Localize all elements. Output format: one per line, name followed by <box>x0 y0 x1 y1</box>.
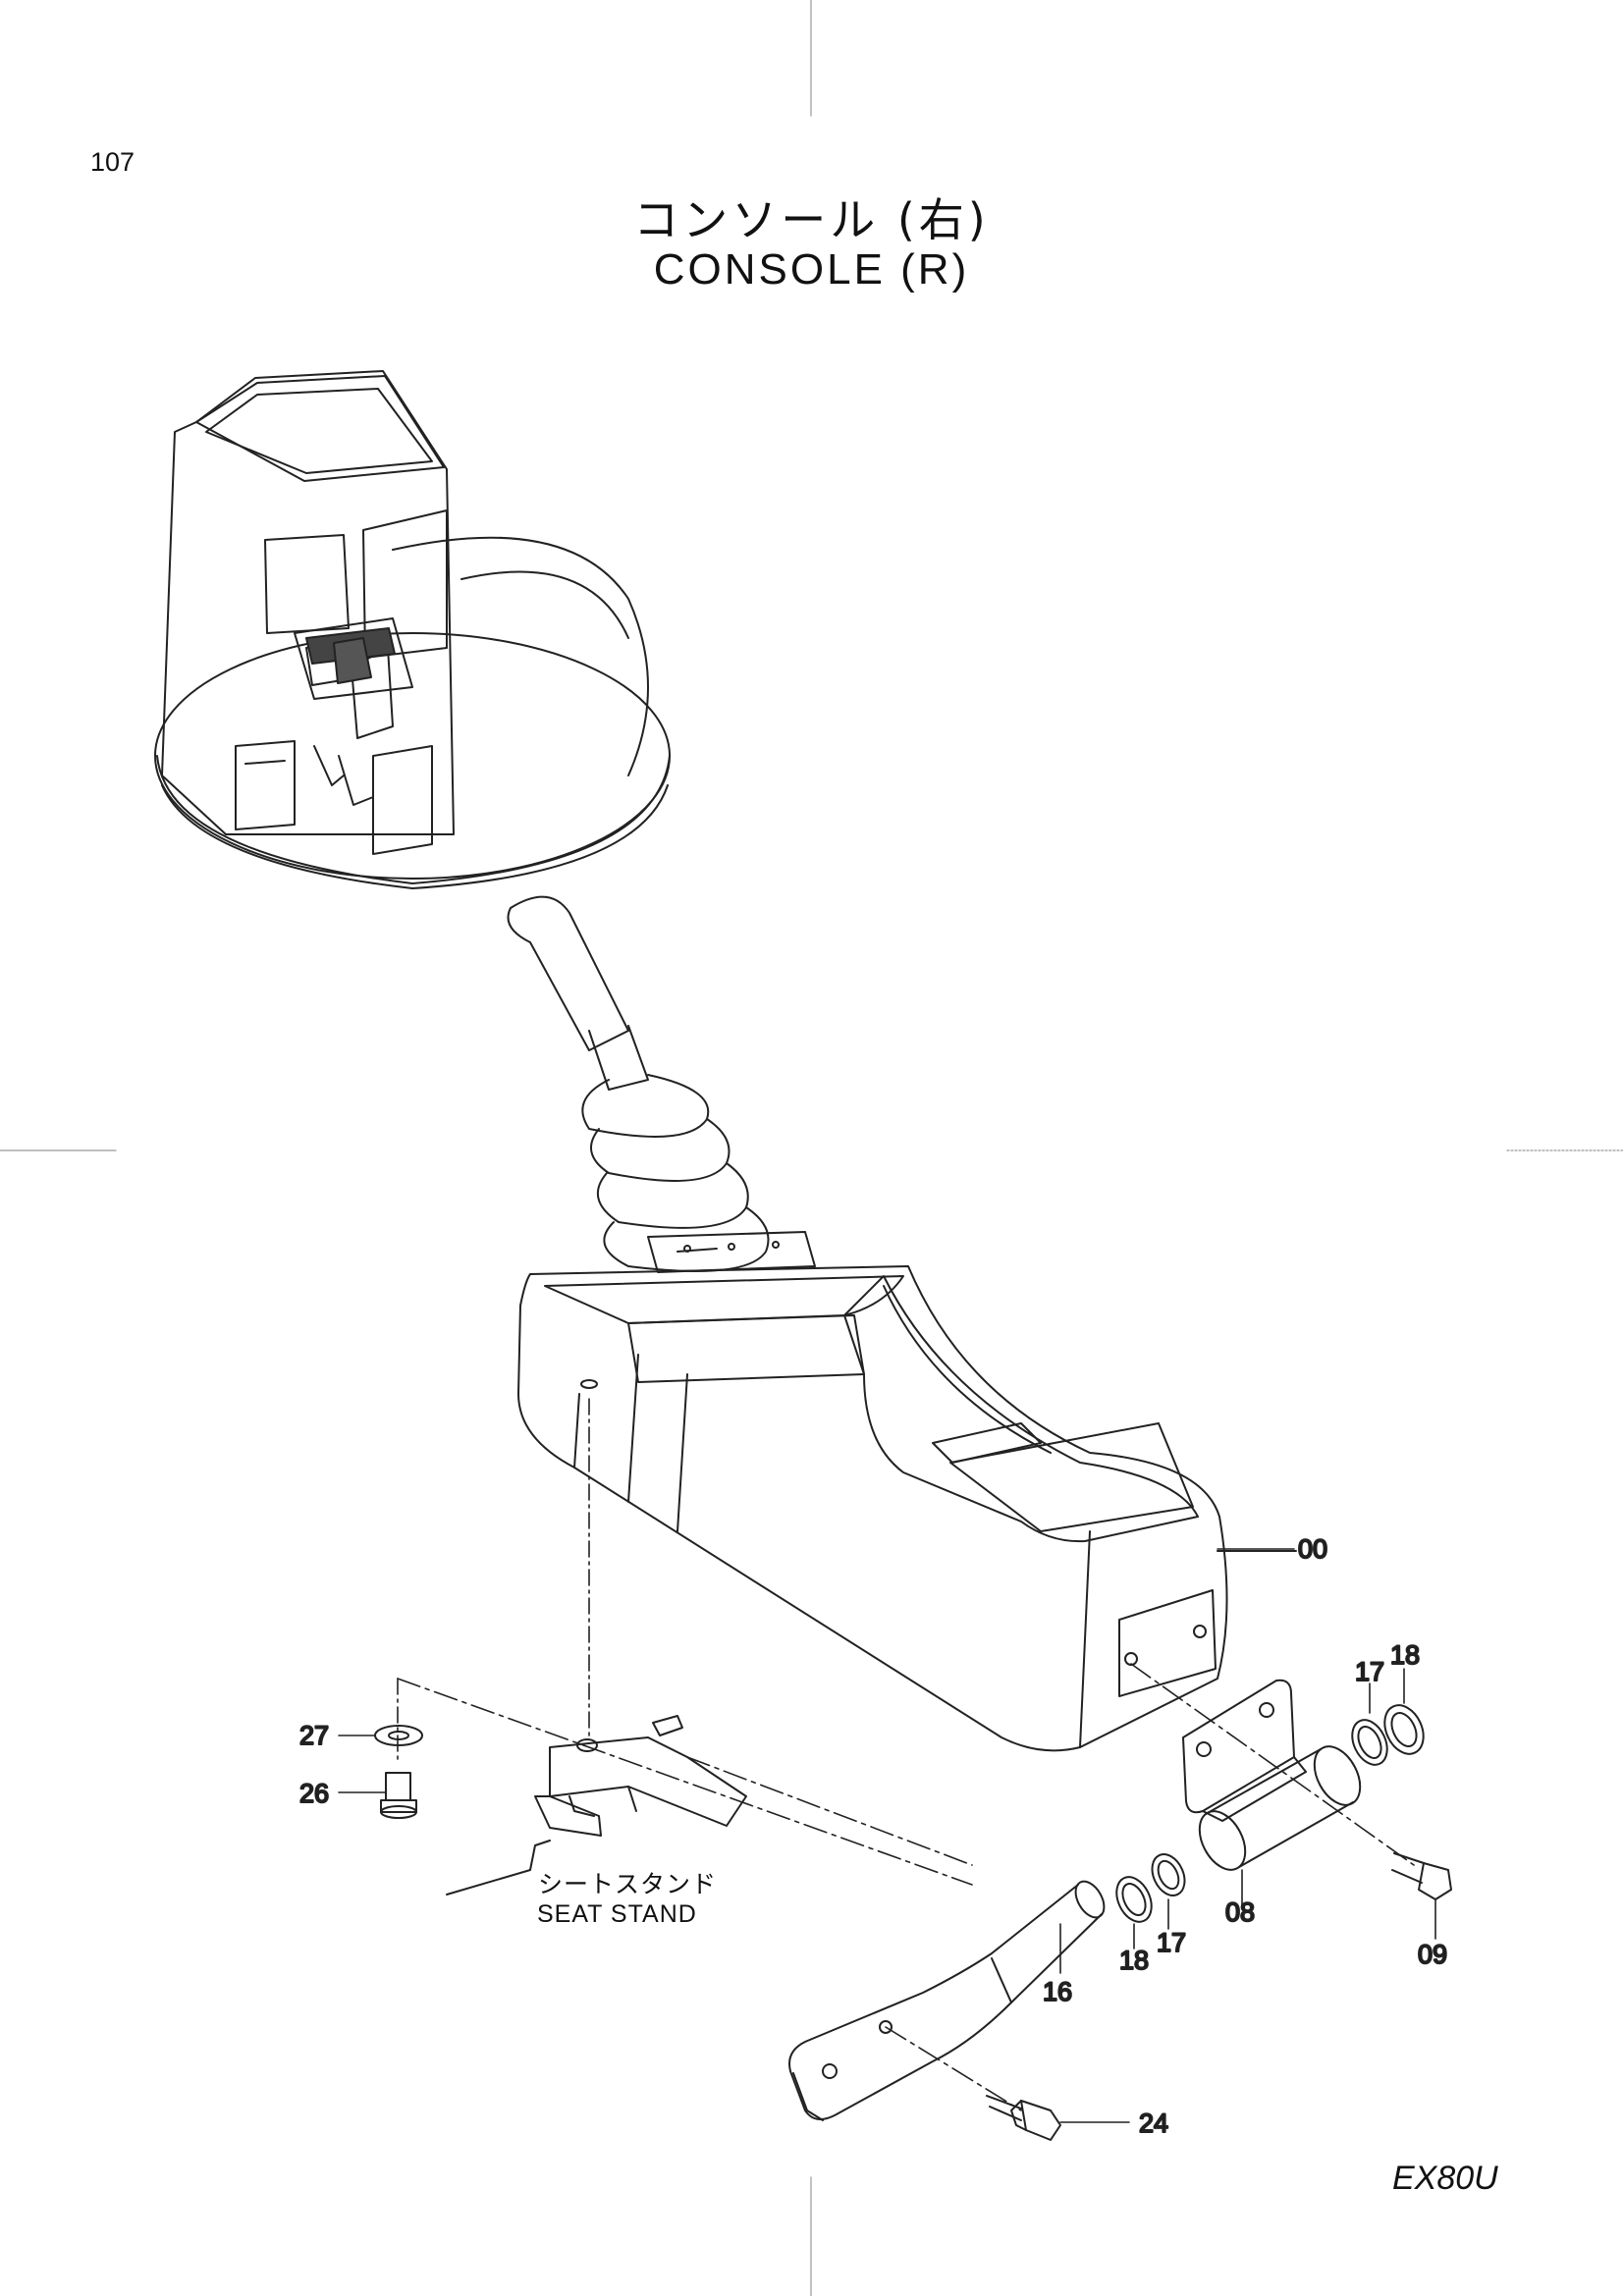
page-title: CONSOLE (R) <box>653 245 970 294</box>
machine-overview-illustration <box>154 370 671 889</box>
washer-part-27 <box>374 1725 423 1746</box>
callout-17-lower: 17 <box>1157 1928 1186 1957</box>
seat-stand-label: SEAT STAND <box>537 1900 697 1928</box>
callout-24: 24 <box>1139 2109 1168 2138</box>
sleeve-part-08 <box>1198 1745 1362 1871</box>
model-code: EX80U <box>1392 2160 1498 2197</box>
callout-17-upper: 17 <box>1355 1657 1384 1686</box>
callout-26: 26 <box>299 1779 329 1808</box>
callout-08: 08 <box>1225 1897 1255 1927</box>
seat-stand-label-japanese: シートスタンド <box>538 1870 718 1898</box>
console-body-part-00 <box>517 1231 1297 1752</box>
callout-16: 16 <box>1043 1977 1072 2006</box>
callout-18-lower: 18 <box>1119 1946 1149 1975</box>
seat-stand-illustration <box>446 1715 747 1896</box>
leader-lines <box>338 1398 1436 2123</box>
page-number: 107 <box>90 147 135 177</box>
rings-17-18 <box>1115 1704 1425 1923</box>
callout-27: 27 <box>299 1721 329 1750</box>
bolt-part-09 <box>1391 1852 1452 1900</box>
bolt-part-24 <box>986 2095 1061 2141</box>
callout-18-upper: 18 <box>1390 1640 1420 1670</box>
bracket-illustration <box>1182 1679 1307 1822</box>
joystick-lever-illustration <box>507 895 770 1272</box>
page-title-japanese: コンソール (右) <box>633 193 990 246</box>
bolt-part-26 <box>380 1772 417 1819</box>
callout-09: 09 <box>1418 1940 1447 1969</box>
callout-00: 00 <box>1298 1534 1327 1564</box>
pin-part-16 <box>788 1880 1106 2121</box>
